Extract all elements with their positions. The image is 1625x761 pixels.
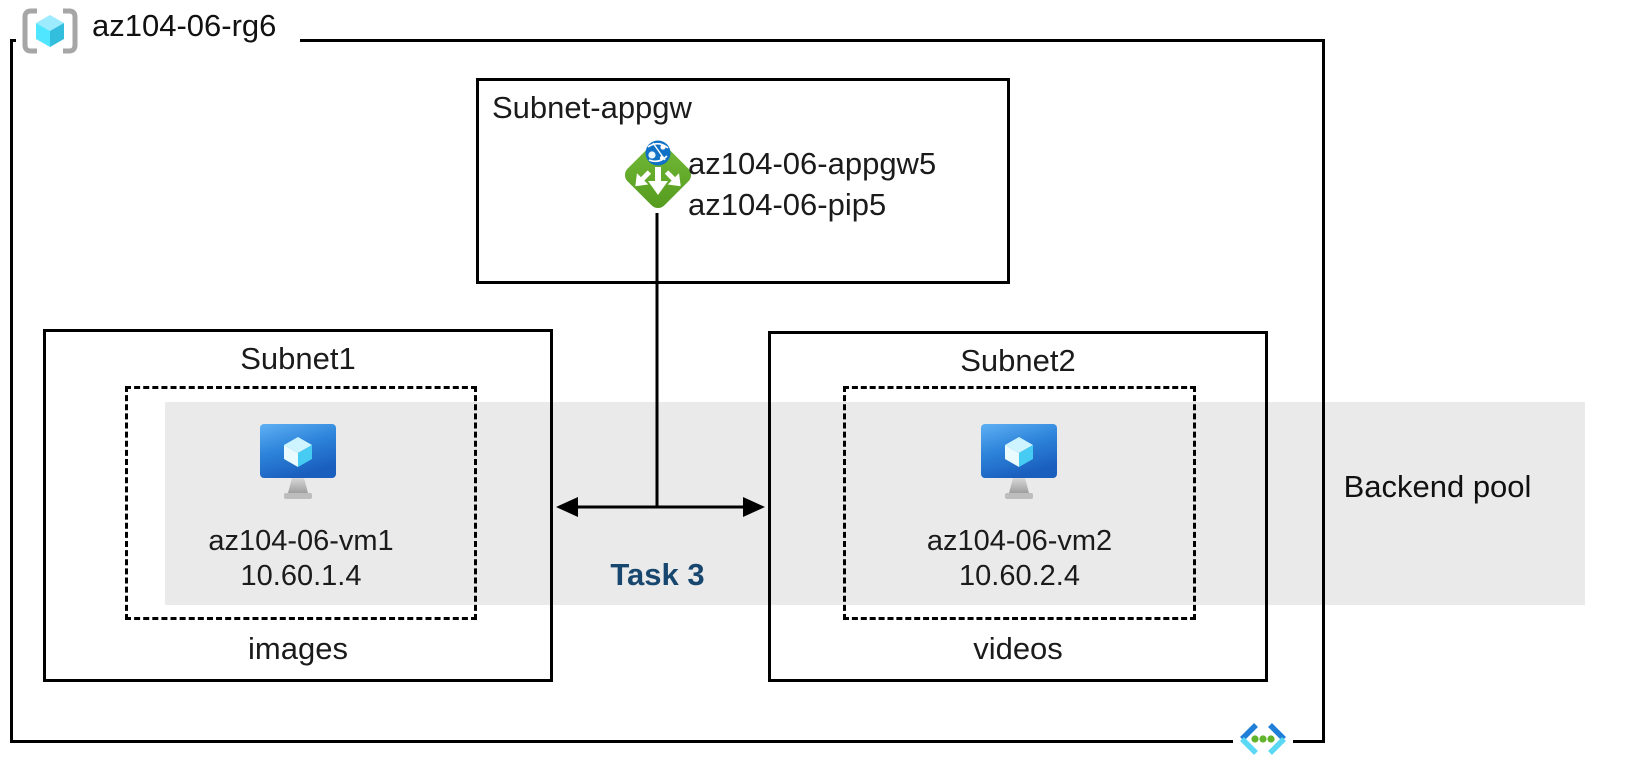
resource-group-label: az104-06-rg6 <box>92 8 277 43</box>
vm1-name-label: az104-06-vm1 <box>208 525 394 557</box>
appgw-subnet-box <box>476 78 1010 284</box>
subnet2-caption: videos <box>973 631 1063 666</box>
vm2-name-label: az104-06-vm2 <box>926 525 1113 557</box>
pip-name-label: az104-06-pip5 <box>688 187 887 222</box>
vm1-ip-label: 10.60.1.4 <box>240 560 362 592</box>
task-label: Task 3 <box>610 557 705 592</box>
appgw-name-label: az104-06-appgw5 <box>688 146 937 181</box>
appgw-subnet-title: Subnet-appgw <box>492 90 692 125</box>
subnet1-box <box>43 329 553 682</box>
vm1-virtual-machine-icon <box>259 423 337 503</box>
subnet1-caption: images <box>248 631 348 666</box>
subnet2-title: Subnet2 <box>960 343 1076 378</box>
resource-group-border-gap <box>16 31 300 47</box>
application-gateway-icon <box>615 133 701 217</box>
subnet2-box <box>768 331 1268 682</box>
vm2-ip-label: 10.60.2.4 <box>959 560 1080 592</box>
subnet1-dashed-zone <box>125 386 477 620</box>
vm2-virtual-machine-icon <box>980 423 1058 503</box>
resource-group-box <box>10 39 1325 743</box>
resource-group-icon <box>20 6 80 56</box>
backend-pool-band <box>165 402 1585 605</box>
backend-pool-label: Backend pool <box>1343 469 1532 504</box>
subnet1-title: Subnet1 <box>240 341 356 376</box>
virtual-network-icon <box>1233 719 1293 759</box>
subnet2-dashed-zone <box>843 386 1196 620</box>
